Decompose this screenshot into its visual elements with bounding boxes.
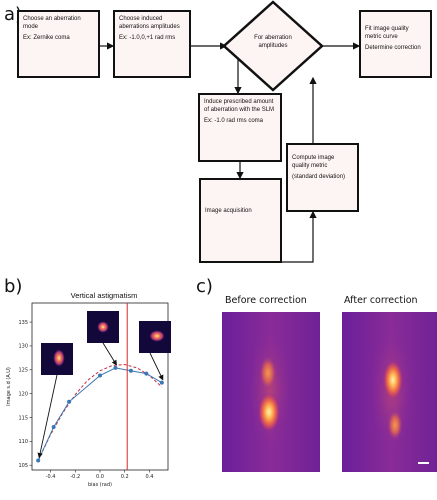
y-tick-label: 120 (18, 391, 28, 397)
x-tick-label: -0.2 (70, 474, 80, 480)
choose-aberration-mode-box: Choose an aberration mode Ex: Zernike co… (17, 10, 100, 78)
box5-line1: Compute image quality metric (292, 155, 335, 169)
box2-line1: Choose induced aberrations amplitudes (119, 16, 180, 30)
measured-point (159, 380, 164, 385)
before-correction-image (222, 312, 320, 472)
y-tick-label: 130 (18, 344, 28, 350)
scale-bar (418, 462, 429, 464)
fit-metric-box: Fit image quality metric curve Determine… (359, 10, 432, 78)
induce-aberration-box: Induce prescribed amount of aberration w… (198, 93, 282, 162)
after-correction-title: After correction (344, 295, 418, 306)
box5-line2: (standard deviation) (292, 174, 346, 180)
panel-c-label: c) (196, 276, 213, 297)
x-tick-label: 0.2 (121, 474, 129, 480)
y-tick-label: 110 (18, 439, 28, 445)
measured-point (51, 425, 56, 430)
box3-line2: Determine correction (365, 45, 421, 51)
after-correction-image (342, 312, 437, 472)
measured-point (128, 368, 133, 373)
inset-pointer-arrow (102, 342, 117, 366)
panel-b-label: b) (4, 276, 23, 297)
box6-line1: Image acquisition (205, 208, 252, 214)
measured-point (144, 371, 149, 376)
chart-inset-low (41, 343, 73, 375)
x-tick-label: 0.0 (96, 474, 104, 480)
compute-metric-box: Compute image quality metric (standard d… (286, 143, 359, 212)
y-tick-label: 105 (18, 463, 28, 469)
box4-line2: Ex: -1.0 rad rms coma (204, 118, 264, 124)
measured-point (67, 399, 72, 404)
box3-line1: Fit image quality metric curve (365, 26, 409, 40)
chart-title: Vertical astigmatism (70, 291, 138, 300)
y-axis-label: Image s.d (A.U) (6, 367, 12, 406)
measured-point (98, 373, 102, 378)
measured-point (113, 365, 118, 370)
image-acquisition-box: Image acquisition (199, 178, 282, 263)
box1-line1: Choose an aberration mode (23, 16, 81, 30)
before-correction-title: Before correction (225, 295, 307, 306)
y-tick-label: 135 (18, 320, 28, 326)
y-tick-label: 115 (18, 415, 28, 421)
inset-pointer-arrow (149, 352, 164, 381)
measured-series-line (37, 367, 163, 461)
measured-point (36, 458, 41, 463)
x-tick-label: -0.4 (46, 474, 56, 480)
box1-line2: Ex: Zernike coma (23, 35, 70, 41)
x-tick-label: 0.4 (145, 474, 153, 480)
y-tick-label: 125 (18, 368, 28, 374)
box4-line1: Induce prescribed amount of aberration w… (204, 99, 275, 113)
inset-pointer-arrow (37, 374, 58, 459)
x-axis-label: bias (rad) (88, 482, 112, 488)
box2-line2: Ex: -1.0,0,+1 rad rms (119, 35, 176, 41)
fit-curve-line (37, 364, 163, 461)
chart-inset-peak (87, 311, 119, 343)
choose-amplitudes-box: Choose induced aberrations amplitudes Ex… (113, 10, 191, 78)
diamond-label: For aberration amplitudes (254, 35, 292, 49)
chart-inset-high (139, 321, 171, 353)
